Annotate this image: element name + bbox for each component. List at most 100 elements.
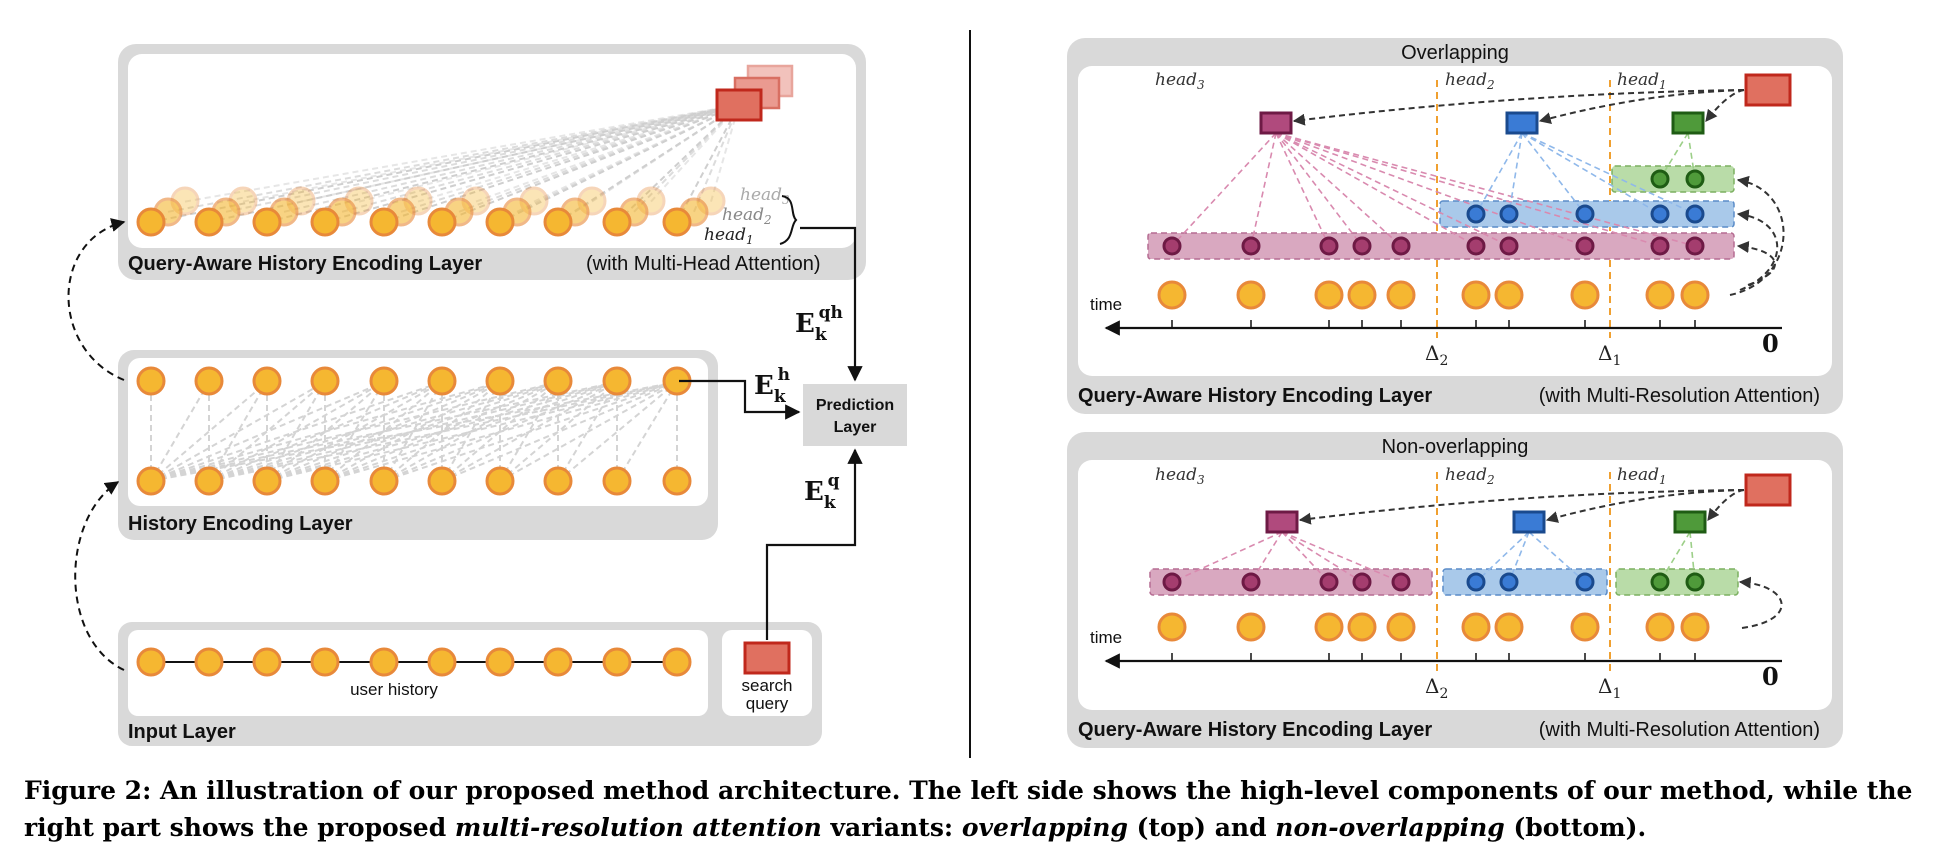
- band-node: [1650, 572, 1670, 592]
- query-to-head-arrow: [1298, 489, 1745, 525]
- time-node: [1157, 280, 1187, 310]
- self-attention-line: [441, 381, 559, 482]
- user-history-label: user history: [350, 680, 438, 699]
- band-node: [1499, 572, 1519, 592]
- search-query-label-2: query: [746, 694, 789, 713]
- non-overlapping-title: Non-overlapping: [1382, 436, 1529, 458]
- band-node: [1162, 572, 1182, 592]
- band-node: [1241, 572, 1261, 592]
- input-node: [194, 647, 224, 677]
- qh-connection: [800, 226, 863, 382]
- head-subscript: 1: [1659, 78, 1667, 92]
- head-attention-line: [1521, 132, 1586, 215]
- head1-node: [369, 207, 399, 237]
- time-node: [1347, 280, 1377, 310]
- non-overlapping-note: (with Multi-Resolution Attention): [1539, 719, 1820, 741]
- head-attention-line: [1275, 132, 1330, 247]
- caption-emph-1: multi-resolution attention: [454, 813, 822, 842]
- head-attention-line: [1687, 132, 1696, 180]
- head-attention-line: [1528, 531, 1586, 583]
- qa-layer-label: Query-Aware History Encoding Layer: [128, 253, 482, 275]
- history-bottom-node: [252, 466, 282, 496]
- non-overlapping-panel: Non-overlapping Query-Aware History Enco…: [1067, 432, 1843, 748]
- head1-node: [662, 207, 692, 237]
- band-node: [1685, 572, 1705, 592]
- head-attention-line: [1521, 132, 1696, 215]
- time-node: [1461, 612, 1491, 642]
- head2-label: head2: [1445, 465, 1495, 487]
- history-bottom-node: [310, 466, 340, 496]
- self-attention-line: [150, 381, 326, 482]
- attention-line: [208, 104, 740, 223]
- self-attention-line: [150, 381, 385, 482]
- input-to-band-arrow: [1729, 175, 1785, 296]
- self-attention-line: [499, 381, 678, 482]
- head-subscript: 1: [1659, 473, 1667, 487]
- input-to-history-arrow: [74, 481, 125, 671]
- overlapping-note: (with Multi-Resolution Attention): [1539, 385, 1820, 407]
- qa-layer-note: (with Multi-Head Attention): [586, 253, 821, 275]
- band-node: [1650, 169, 1670, 189]
- caption-mid-2: (top) and: [1127, 813, 1276, 842]
- head1-node: [194, 207, 224, 237]
- time-node: [1347, 612, 1377, 642]
- input-node: [543, 647, 573, 677]
- head1-node: [427, 207, 457, 237]
- head-attention-line: [1275, 132, 1402, 247]
- self-attention-line: [208, 381, 326, 482]
- head-subscript: 2: [1486, 78, 1495, 92]
- attention-line: [650, 104, 740, 203]
- band-node: [1241, 236, 1261, 256]
- search-query-label: search: [741, 676, 792, 695]
- head1-band: [1615, 568, 1739, 596]
- head1-node: [310, 207, 340, 237]
- input-node: [602, 647, 632, 677]
- head-subscript: 2: [1486, 473, 1495, 487]
- attention-line: [499, 104, 740, 223]
- history-top-node: [310, 366, 340, 396]
- query-box: [1744, 73, 1792, 107]
- query-box-top: [715, 88, 763, 122]
- search-query-box: [743, 641, 791, 675]
- time-node: [1494, 612, 1524, 642]
- time-node: [1386, 612, 1416, 642]
- attention-line: [225, 104, 740, 213]
- query-to-head-arrow: [1545, 489, 1745, 523]
- head-attention-line: [1475, 132, 1523, 215]
- overlapping-layer-label: Query-Aware History Encoding Layer: [1078, 385, 1432, 407]
- head2-box: [1505, 111, 1539, 135]
- left-architecture: head3 head2 head1 Query-Aware History En…: [67, 44, 907, 746]
- history-top-node: [136, 366, 166, 396]
- zero-label: 0: [1762, 662, 1779, 691]
- history-top-node: [252, 366, 282, 396]
- history-bottom-node: [602, 466, 632, 496]
- band-node: [1352, 572, 1372, 592]
- head-attention-line: [1275, 132, 1696, 247]
- caption-tail: (bottom).: [1504, 813, 1647, 842]
- history-top-node: [369, 366, 399, 396]
- query-to-head-arrow: [1707, 489, 1745, 521]
- input-nodes: [136, 647, 692, 677]
- time-node: [1386, 280, 1416, 310]
- emb-h-label: Ekh: [754, 365, 790, 407]
- band-node: [1319, 236, 1339, 256]
- time-node: [1645, 280, 1675, 310]
- self-attention-line: [266, 381, 326, 482]
- time-node: [1645, 612, 1675, 642]
- figure-caption: Figure 2: An illustration of our propose…: [24, 772, 1934, 846]
- head-attention-line: [1281, 531, 1402, 583]
- history-bottom-node: [662, 466, 692, 496]
- attention-line: [358, 104, 740, 203]
- self-attention-line: [208, 381, 268, 482]
- head-attention-line: [1171, 132, 1277, 247]
- attention-line: [417, 104, 740, 203]
- caption-mid: variants:: [821, 813, 962, 842]
- head-attention-line: [1275, 132, 1661, 247]
- self-attention-line: [499, 381, 559, 482]
- query-to-head-arrow: [1538, 89, 1745, 125]
- time-label: time: [1090, 628, 1122, 647]
- band-node: [1391, 572, 1411, 592]
- time-node: [1570, 612, 1600, 642]
- input-to-band-arrow: [1736, 241, 1776, 286]
- self-attention-line: [266, 381, 559, 482]
